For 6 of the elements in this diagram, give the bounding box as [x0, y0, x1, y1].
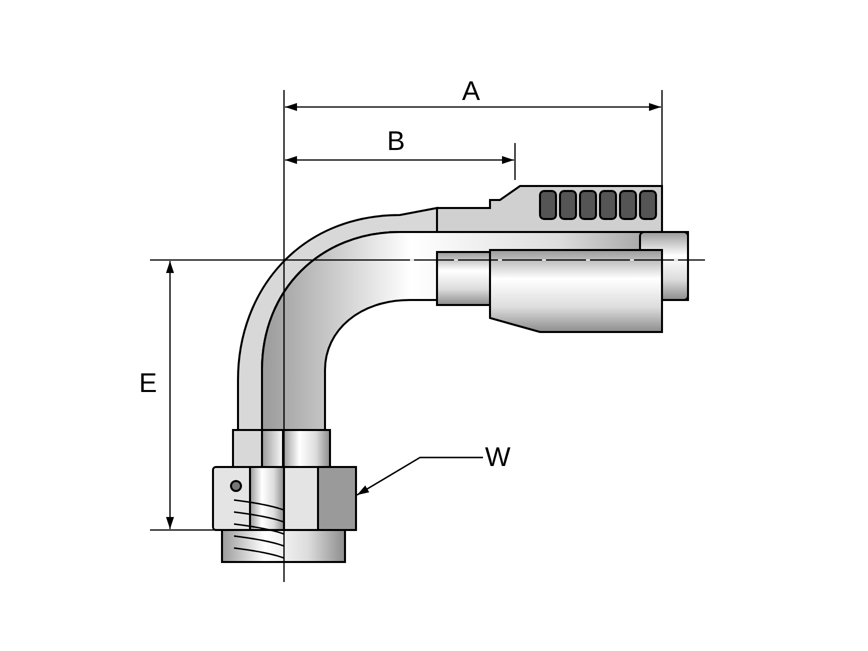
dimension-label: E [139, 370, 158, 397]
dimension-label: A [462, 78, 480, 105]
callout-label: W [485, 444, 510, 471]
leader-line [356, 456, 483, 496]
dimension-label: B [387, 128, 406, 155]
hex-nut-drawing [212, 466, 357, 563]
